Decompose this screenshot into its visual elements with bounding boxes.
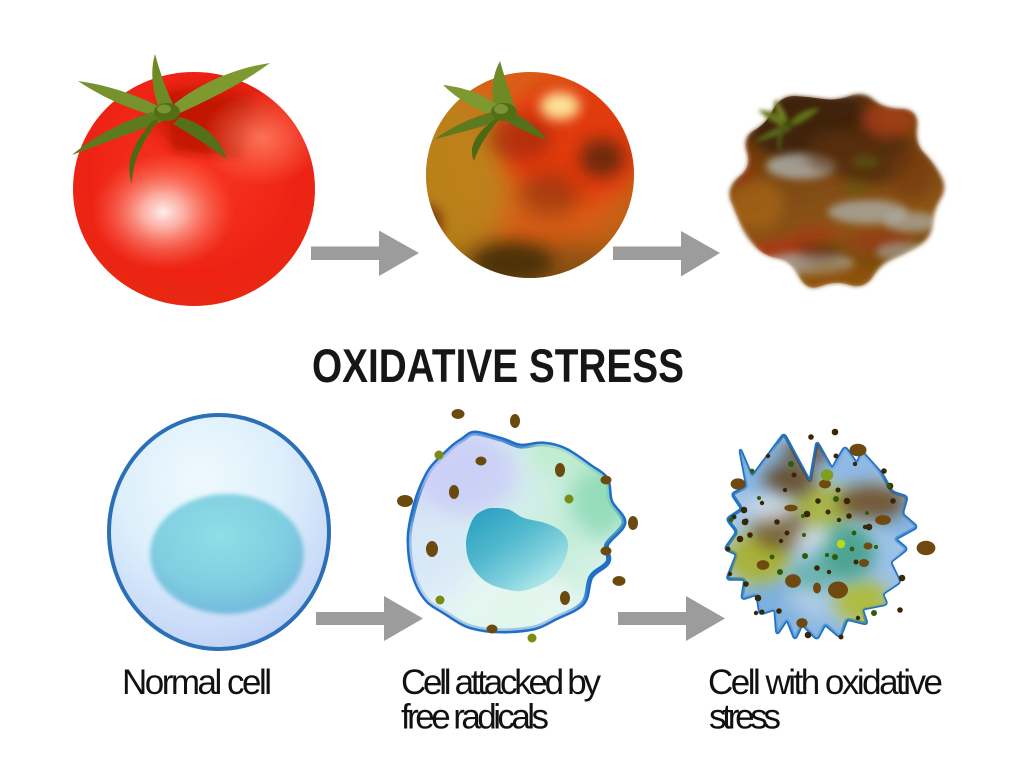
svg-text:Normal cell: Normal cell bbox=[122, 663, 272, 702]
svg-text:free radicals: free radicals bbox=[401, 698, 549, 737]
svg-text:OXIDATIVE STRESS: OXIDATIVE STRESS bbox=[312, 339, 684, 392]
svg-text:stress: stress bbox=[709, 698, 781, 737]
svg-text:Cell with oxidative: Cell with oxidative bbox=[708, 663, 943, 702]
svg-text:Cell attacked by: Cell attacked by bbox=[401, 663, 602, 702]
